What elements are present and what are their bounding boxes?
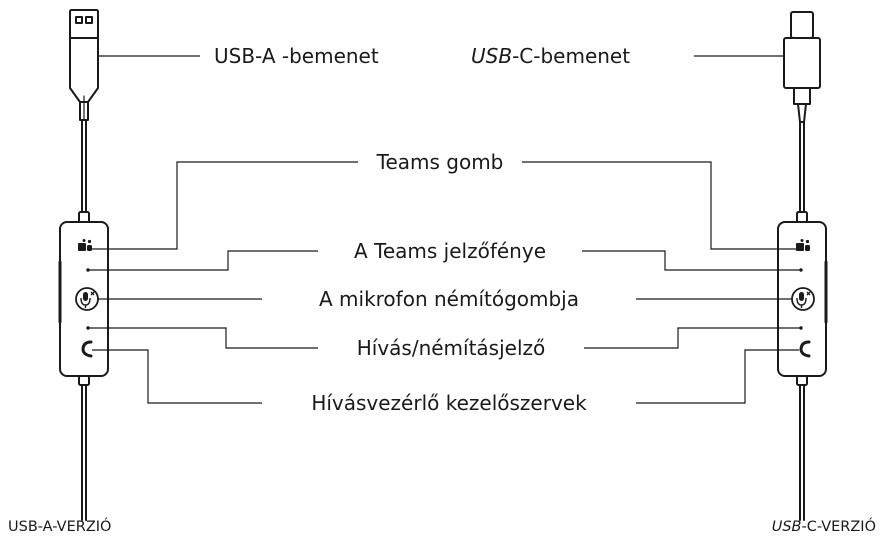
usb-c-version-prefix: USB bbox=[772, 519, 802, 535]
leader-teams-right bbox=[522, 161, 796, 250]
call-controls-label: Hívásvezérlő kezelőszervek bbox=[311, 391, 587, 415]
usb-c-input-prefix: USB bbox=[471, 44, 512, 68]
leader-lines bbox=[88, 55, 801, 404]
mic-mute-icon bbox=[791, 287, 815, 311]
teams-icon bbox=[78, 239, 92, 251]
mic-mute-button-label: A mikrofon némítógombja bbox=[319, 287, 579, 311]
mic-mute-icon bbox=[75, 287, 99, 311]
usb-c-version-rest: -C-VERZIÓ bbox=[801, 517, 876, 535]
teams-icon bbox=[796, 239, 810, 251]
phone-icon bbox=[81, 340, 93, 358]
usb-c-cable-upper bbox=[796, 121, 808, 223]
usb-c-connector-icon bbox=[783, 11, 821, 123]
teams-button-label: Teams gomb bbox=[376, 150, 504, 174]
usb-c-cable-lower bbox=[796, 375, 808, 521]
usb-a-version-label: USB-A-VERZIÓ bbox=[8, 517, 111, 535]
usb-a-connector-icon bbox=[69, 9, 99, 121]
usb-c-input-rest: -C-bemenet bbox=[512, 44, 630, 68]
call-mute-indicator-label: Hívás/némításjelző bbox=[357, 336, 546, 360]
leader-call-indicator-right bbox=[584, 327, 801, 349]
usb-a-cable-lower bbox=[78, 375, 90, 521]
leader-teams-indicator-left bbox=[88, 250, 318, 271]
leader-teams-left bbox=[92, 161, 358, 250]
usb-a-cable-upper bbox=[78, 119, 90, 223]
teams-indicator-label: A Teams jelzőfénye bbox=[354, 239, 546, 263]
usb-a-input-label: USB-A -bemenet bbox=[214, 44, 379, 68]
usb-c-version-label: USB-C-VERZIÓ bbox=[772, 517, 876, 535]
leader-teams-indicator-right bbox=[582, 250, 801, 271]
phone-icon bbox=[799, 340, 811, 358]
leader-call-indicator-left bbox=[88, 327, 318, 349]
leader-call-controls-left bbox=[92, 349, 262, 404]
usb-c-input-label: USB-C-bemenet bbox=[471, 44, 630, 68]
leader-call-controls-right bbox=[636, 349, 799, 404]
